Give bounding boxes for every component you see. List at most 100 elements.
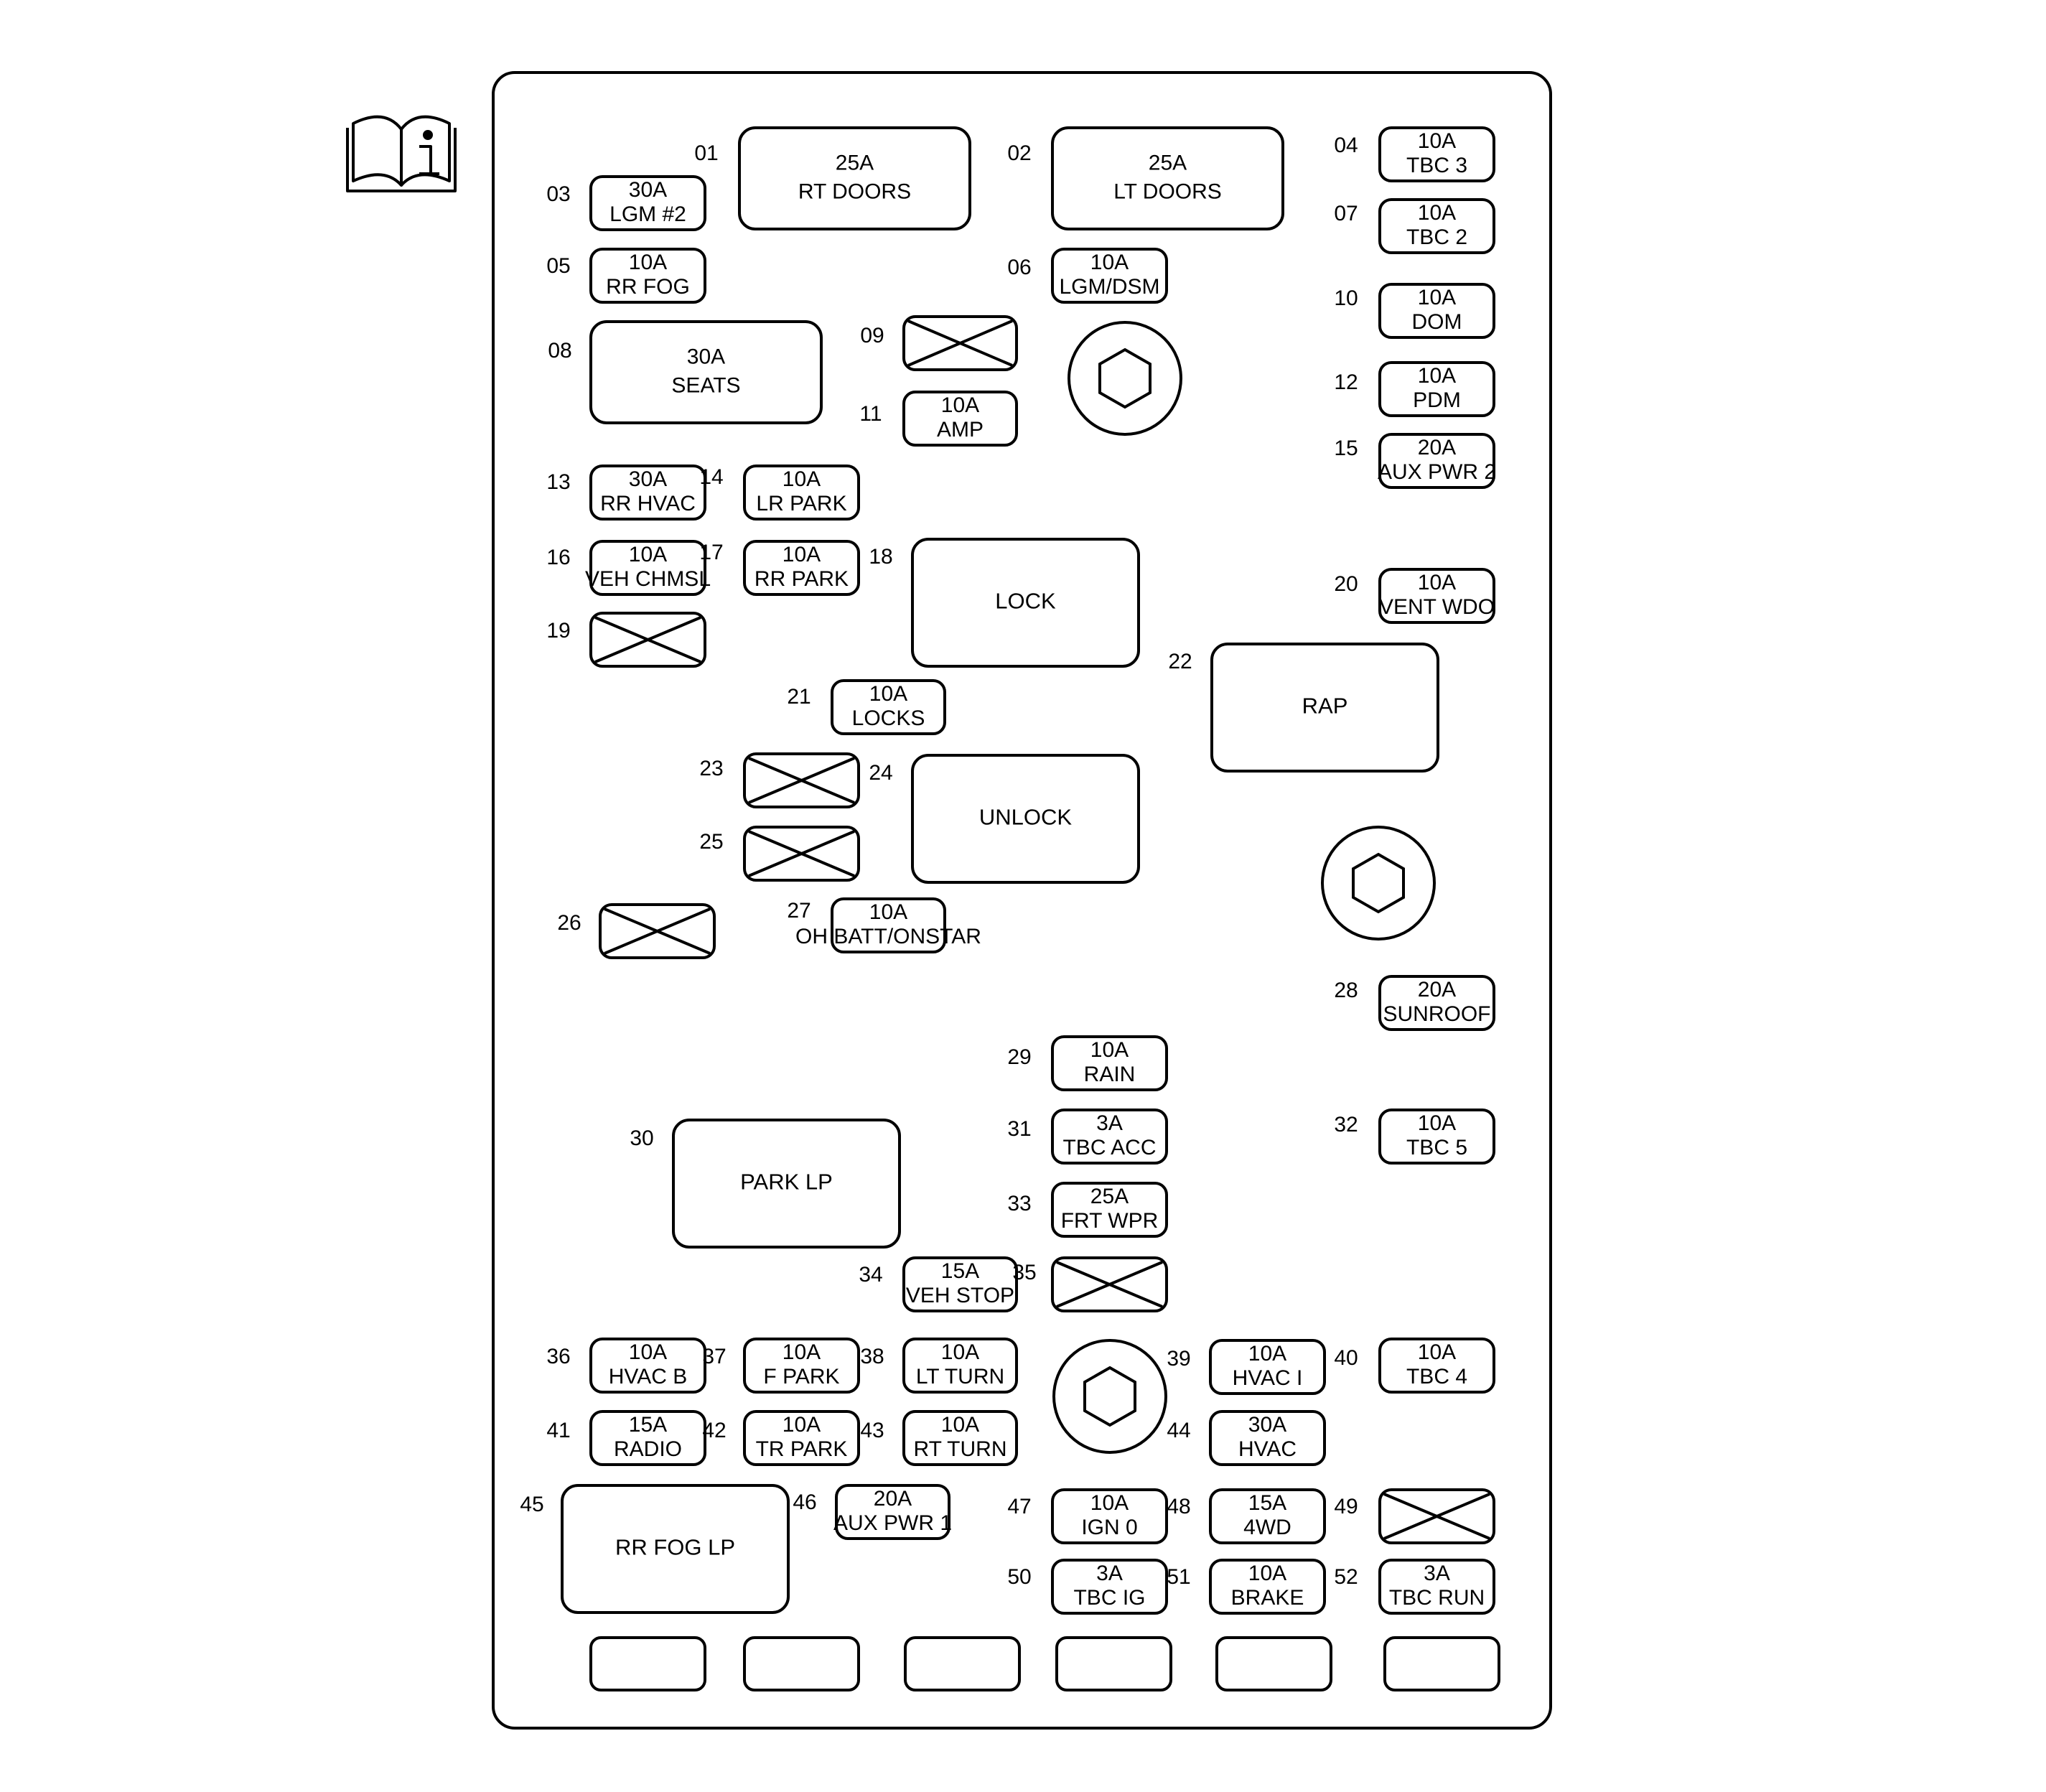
fuse-position-label: 44 xyxy=(1167,1419,1190,1442)
fuse-name: RT DOORS xyxy=(798,179,911,203)
fuse-block-outline xyxy=(492,71,1552,1730)
fuse-slot xyxy=(589,540,706,596)
fuse-rating: 15A xyxy=(1248,1491,1286,1515)
fuse-rating: 10A xyxy=(941,1340,979,1364)
fuse-position-label: 01 xyxy=(694,141,718,165)
fuse-slot xyxy=(902,1338,1018,1394)
fuse-rating: 10A xyxy=(1090,1491,1129,1515)
fuse-slot xyxy=(561,1484,790,1614)
fuse-name: LGM/DSM xyxy=(1059,275,1159,299)
fuse-rating: 10A xyxy=(1418,286,1456,309)
fuse-slot xyxy=(1378,568,1495,624)
fuse-position-label: 32 xyxy=(1334,1113,1358,1137)
fuse-name: AMP xyxy=(937,418,984,442)
fuse-slot xyxy=(589,1410,706,1466)
fuse-rating: 30A xyxy=(629,467,667,491)
fuse-rating: 25A xyxy=(1090,1185,1129,1208)
fuse-position-label: 13 xyxy=(546,470,570,494)
fuse-rating: 10A xyxy=(1418,129,1456,153)
manual-info-icon xyxy=(346,115,457,192)
fuse-position-label: 29 xyxy=(1007,1045,1031,1069)
fuse-slot xyxy=(738,126,971,230)
fuse-rating: 20A xyxy=(1418,436,1456,459)
fuse-position-label: 04 xyxy=(1334,134,1358,157)
fuse-position-label: 18 xyxy=(869,545,892,569)
fuse-slot xyxy=(1378,283,1495,339)
mounting-bolt xyxy=(1068,321,1182,436)
fuse-name: OH BATT/ONSTAR xyxy=(795,925,981,948)
fuse-slot xyxy=(672,1119,901,1249)
spare-slots xyxy=(589,1636,1500,1691)
fuse-position-label: 45 xyxy=(520,1493,543,1516)
fuse-position-label: 12 xyxy=(1334,370,1358,394)
fuse-slot xyxy=(831,679,946,735)
fuse-position-label: 11 xyxy=(859,402,882,426)
fuse-09: 09 xyxy=(860,315,1018,371)
fuse-rating: 10A xyxy=(1418,364,1456,388)
fuse-rating: 10A xyxy=(941,393,979,417)
empty-slot-cross xyxy=(1056,1261,1163,1308)
fuse-position-label: 17 xyxy=(699,541,723,564)
fuse-slot xyxy=(743,752,860,808)
fuse-slot xyxy=(1378,361,1495,417)
fuse-position-label: 28 xyxy=(1334,979,1358,1002)
fuse-slot xyxy=(1378,433,1495,489)
fuse-rating: 3A xyxy=(1096,1111,1123,1135)
fuse-rating: 10A xyxy=(1418,201,1456,225)
fuse-position-label: 50 xyxy=(1007,1565,1031,1589)
fuse-name: LOCK xyxy=(995,589,1056,614)
fuse-23: 23 xyxy=(699,752,860,808)
fuse-rating: 10A xyxy=(783,543,821,566)
fuse-position-label: 26 xyxy=(557,911,581,935)
fuse-name: HVAC xyxy=(1238,1437,1297,1461)
fuse-49: 49 xyxy=(1334,1488,1495,1544)
fuse-slot xyxy=(589,612,706,668)
fuse-26: 26 xyxy=(557,903,716,959)
fuse-rating: 25A xyxy=(1149,151,1187,174)
fuse-rating: 10A xyxy=(1090,1038,1129,1062)
fuse-name: LR PARK xyxy=(756,492,846,515)
fuse-position-label: 27 xyxy=(787,899,811,923)
mounting-bolt xyxy=(1321,826,1436,941)
fuse-position-label: 06 xyxy=(1007,256,1031,279)
fuse-name: IGN 0 xyxy=(1081,1516,1137,1539)
fuse-slot xyxy=(902,1410,1018,1466)
spare-slot xyxy=(589,1636,706,1691)
fuse-position-label: 38 xyxy=(860,1345,884,1368)
fuse-name: BRAKE xyxy=(1231,1586,1304,1610)
fuse-position-label: 07 xyxy=(1334,202,1358,225)
spare-slot xyxy=(1383,1636,1500,1691)
fuse-position-label: 02 xyxy=(1007,141,1031,165)
fuse-position-label: 24 xyxy=(869,761,892,785)
empty-slot-cross xyxy=(748,830,855,877)
fuse-slot xyxy=(1051,1182,1168,1238)
fuse-name: UNLOCK xyxy=(979,805,1073,830)
fuse-slot xyxy=(1051,126,1284,230)
fuse-rating: 10A xyxy=(783,1413,821,1437)
fuse-slot xyxy=(599,903,716,959)
fuse-name: SUNROOF xyxy=(1383,1002,1491,1026)
fuse-name: TBC 2 xyxy=(1406,225,1467,249)
fuse-slot xyxy=(1051,1488,1168,1544)
fuse-name: LOCKS xyxy=(852,706,925,730)
